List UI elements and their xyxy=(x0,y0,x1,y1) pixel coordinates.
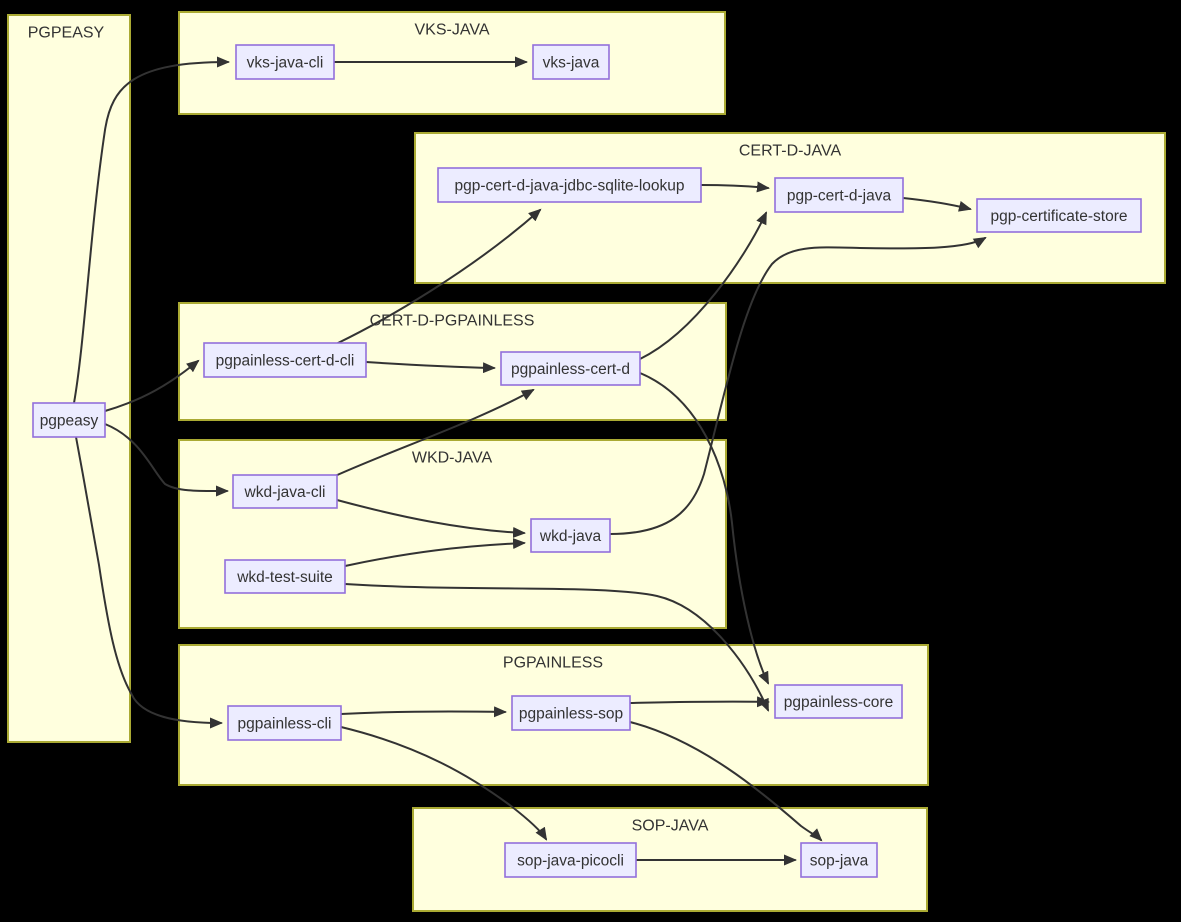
node-vks-java-cli-label: vks-java-cli xyxy=(247,55,324,72)
node-pgpeasy: pgpeasy xyxy=(32,402,106,438)
node-pgpainless-cert-d: pgpainless-cert-d xyxy=(500,351,641,386)
edge-pgpeasy-to-pgpainless-cli xyxy=(75,436,223,729)
edge-wkd-java-to-pgp-certificate-store xyxy=(609,236,987,535)
cluster-pgpeasy-box xyxy=(7,14,131,743)
node-pgp-certificate-store-label: pgp-certificate-store xyxy=(991,208,1128,225)
edge-wkd-test-suite-to-pgpainless-core xyxy=(344,583,769,712)
cluster-pgpeasy-label: PGPEASY xyxy=(28,25,105,42)
node-wkd-java-cli-box xyxy=(232,474,338,509)
edge-wkd-java-cli-to-wkd-java xyxy=(336,499,526,538)
node-pgp-cert-d-java-jdbc-sqlite-lookup: pgp-cert-d-java-jdbc-sqlite-lookup xyxy=(437,167,702,203)
cluster-cert-d-java-label: CERT-D-JAVA xyxy=(739,143,842,160)
edge-pgpainless-cert-d-cli-to-pgpainless-cert-d xyxy=(365,361,496,374)
node-pgpainless-cert-d-cli-label: pgpainless-cert-d-cli xyxy=(216,353,355,370)
node-pgpainless-sop: pgpainless-sop xyxy=(511,695,631,731)
edge-pgpeasy-to-wkd-java-cli xyxy=(104,423,229,497)
edge-pgpainless-sop-to-pgpainless-core xyxy=(629,696,770,708)
node-pgpainless-cert-d-label: pgpainless-cert-d xyxy=(511,361,630,378)
edge-pgpeasy-to-vks-java-cli xyxy=(73,56,230,404)
node-sop-java-box xyxy=(800,842,878,878)
node-pgp-cert-d-java: pgp-cert-d-java xyxy=(774,177,904,213)
node-pgpainless-core: pgpainless-core xyxy=(774,684,903,719)
node-pgpainless-cert-d-cli: pgpainless-cert-d-cli xyxy=(203,342,367,378)
node-pgpainless-cli-label: pgpainless-cli xyxy=(238,716,332,733)
cluster-pgpeasy: PGPEASY xyxy=(7,14,131,743)
nodes-layer: pgpeasy vks-java-cli vks-java pgp-cert-d-ja… xyxy=(32,44,1142,878)
node-vks-java-box xyxy=(532,44,610,80)
node-pgp-cert-d-java-label: pgp-cert-d-java xyxy=(787,188,892,205)
node-wkd-java-cli: wkd-java-cli xyxy=(232,474,338,509)
node-wkd-java: wkd-java xyxy=(530,518,611,553)
node-pgpainless-sop-box xyxy=(511,695,631,731)
edge-pgpainless-sop-to-sop-java xyxy=(629,721,823,842)
node-vks-java-cli: vks-java-cli xyxy=(235,44,335,80)
node-pgp-cert-d-java-jdbc-sqlite-lookup-label: pgp-cert-d-java-jdbc-sqlite-lookup xyxy=(454,178,684,195)
node-pgpainless-cert-d-box xyxy=(500,351,641,386)
edge-wkd-java-cli-to-pgpainless-cert-d xyxy=(334,389,535,477)
edge-pgpainless-cert-d-to-pgp-cert-d-java xyxy=(639,211,767,360)
cluster-sop-java-label: SOP-JAVA xyxy=(632,818,709,835)
edge-pgpainless-cert-d-to-pgpainless-core xyxy=(639,372,769,685)
node-pgp-cert-d-java-box xyxy=(774,177,904,213)
node-pgpainless-sop-label: pgpainless-sop xyxy=(519,706,623,723)
node-pgpainless-cert-d-cli-box xyxy=(203,342,367,378)
node-pgp-certificate-store: pgp-certificate-store xyxy=(976,198,1142,233)
node-pgpainless-core-label: pgpainless-core xyxy=(784,694,893,711)
node-wkd-java-label: wkd-java xyxy=(539,528,602,545)
node-sop-java-picocli: sop-java-picocli xyxy=(504,842,637,878)
edge-wkd-test-suite-to-wkd-java xyxy=(344,538,526,567)
edge-pgpainless-cli-to-sop-java-picocli xyxy=(340,726,548,841)
node-sop-java-picocli-box xyxy=(504,842,637,878)
cluster-wkd-java-box xyxy=(178,439,727,629)
cluster-pgpainless-label: PGPAINLESS xyxy=(503,655,603,672)
node-vks-java-label: vks-java xyxy=(543,55,600,72)
node-pgp-cert-d-java-jdbc-sqlite-lookup-box xyxy=(437,167,702,203)
cluster-vks-java-label: VKS-JAVA xyxy=(415,22,490,39)
node-pgpainless-cli-box xyxy=(227,705,342,741)
node-sop-java-picocli-label: sop-java-picocli xyxy=(517,853,624,870)
edge-pgp-cert-d-java-jdbc-sqlite-lookup-to-pgp-cert-d-java xyxy=(700,181,770,193)
edge-pgpainless-cert-d-cli-to-pgp-cert-d-java-jdbc-sqlite-lookup xyxy=(337,208,542,344)
node-pgpeasy-label: pgpeasy xyxy=(40,413,99,430)
edge-pgpainless-cli-to-pgpainless-sop xyxy=(340,706,507,718)
node-pgpainless-cli: pgpainless-cli xyxy=(227,705,342,741)
cluster-wkd-java-label: WKD-JAVA xyxy=(412,450,493,467)
node-pgpainless-core-box xyxy=(774,684,903,719)
edges-layer xyxy=(73,56,987,866)
node-vks-java: vks-java xyxy=(532,44,610,80)
node-sop-java-label: sop-java xyxy=(810,853,869,870)
cluster-wkd-java: WKD-JAVA xyxy=(178,439,727,629)
node-wkd-java-cli-label: wkd-java-cli xyxy=(244,484,326,501)
edge-pgpeasy-to-pgpainless-cert-d-cli xyxy=(104,359,200,412)
clusters-layer: PGPEASY VKS-JAVA CERT-D-JAVA CERT-D-PGPAINL… xyxy=(7,11,1166,912)
node-vks-java-cli-box xyxy=(235,44,335,80)
node-sop-java: sop-java xyxy=(800,842,878,878)
node-wkd-test-suite-label: wkd-test-suite xyxy=(236,569,333,586)
edge-pgp-cert-d-java-to-pgp-certificate-store xyxy=(902,197,972,212)
cluster-cert-d-pgpainless-label: CERT-D-PGPAINLESS xyxy=(370,313,535,330)
node-pgpeasy-box xyxy=(32,402,106,438)
node-wkd-test-suite-box xyxy=(224,559,346,594)
node-wkd-test-suite: wkd-test-suite xyxy=(224,559,346,594)
node-wkd-java-box xyxy=(530,518,611,553)
node-pgp-certificate-store-box xyxy=(976,198,1142,233)
